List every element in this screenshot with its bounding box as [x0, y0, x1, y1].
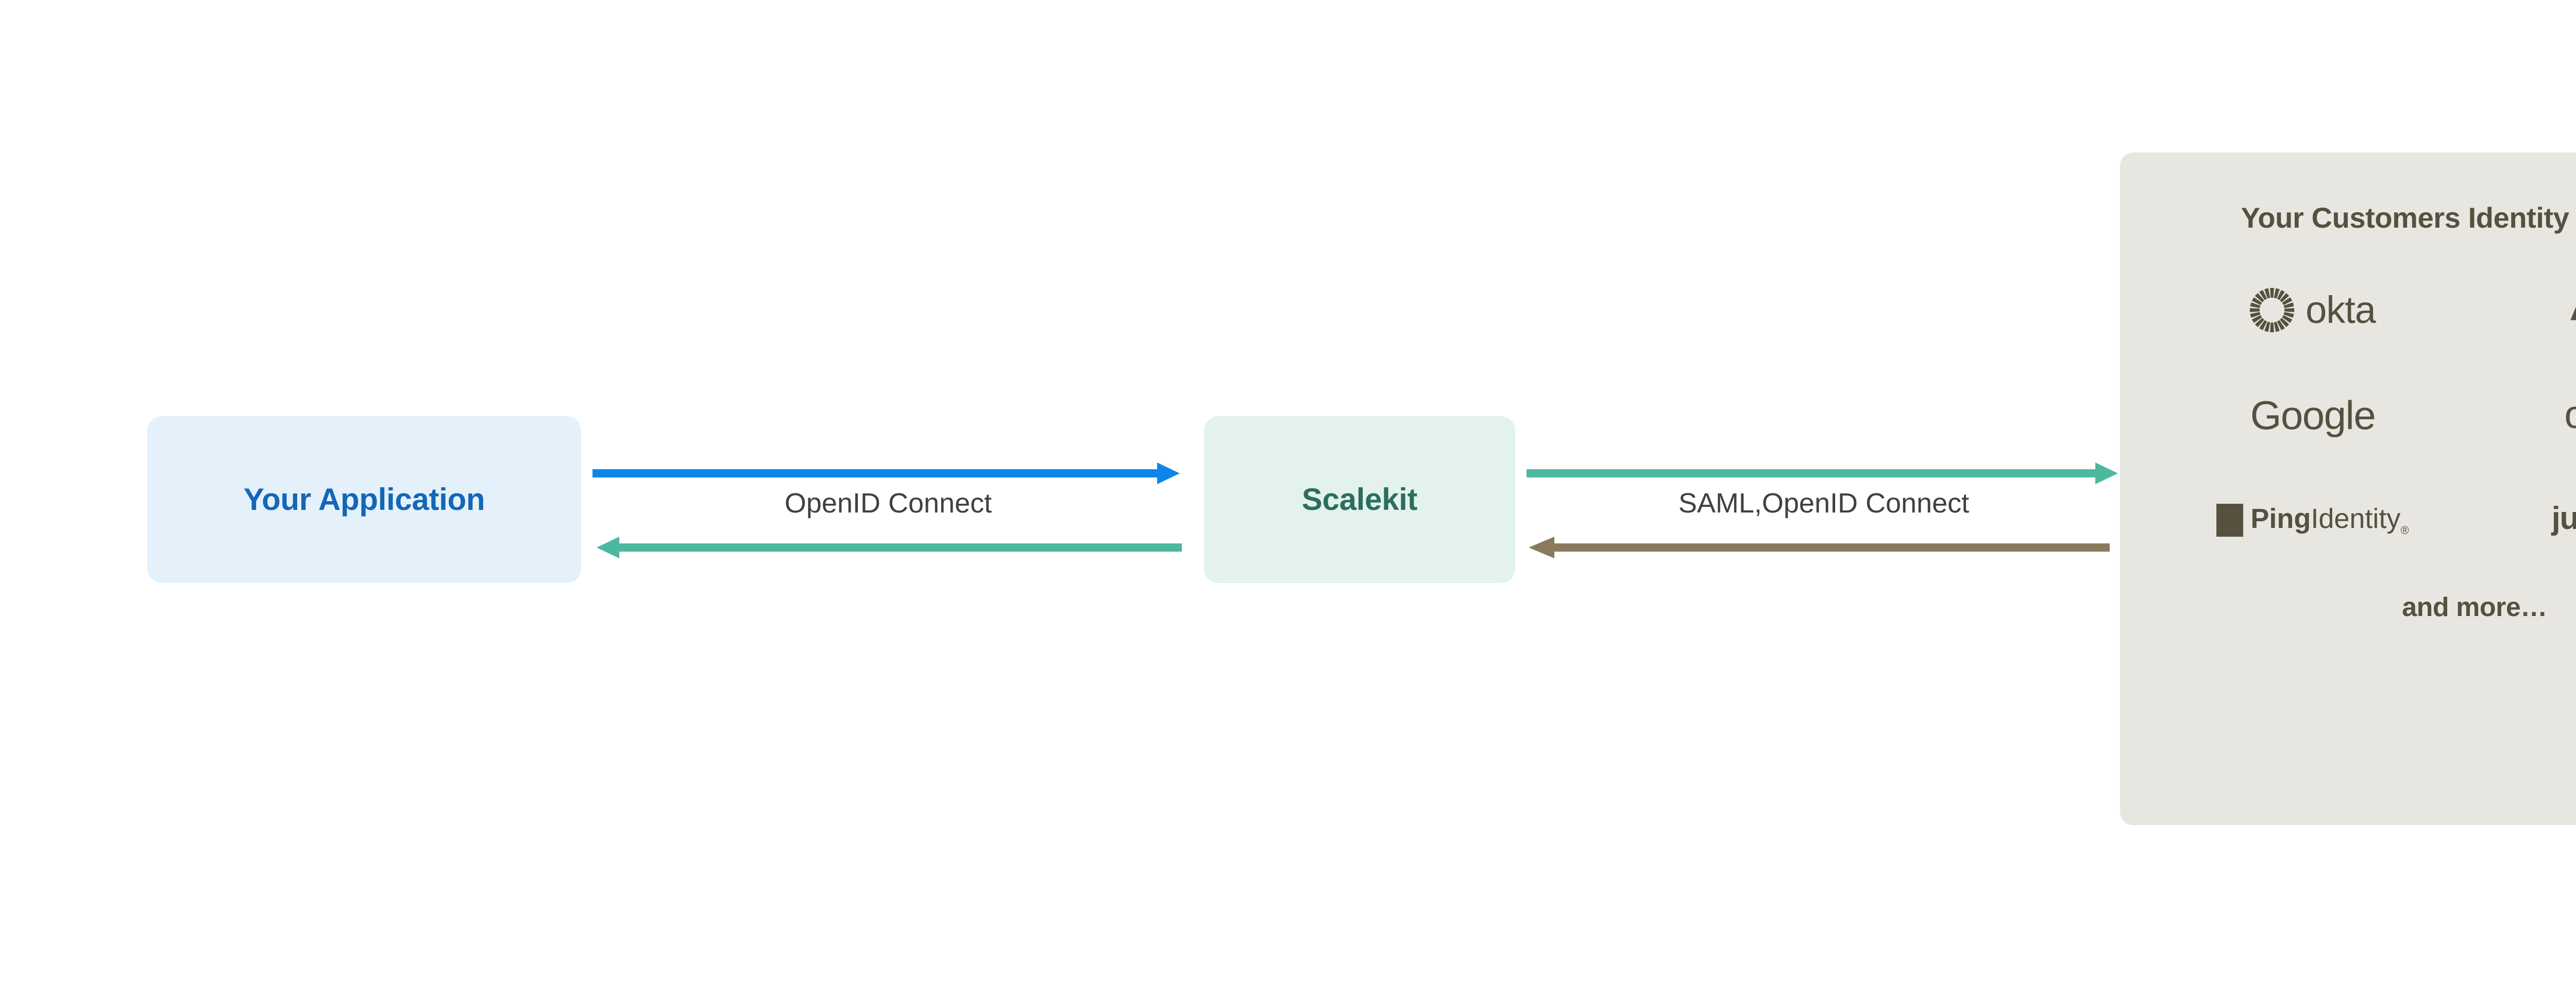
provider-onelogin-label: onelogin [2564, 393, 2576, 437]
provider-ping-identity-label-light: Identity [2311, 503, 2401, 534]
provider-ping-identity-label: PingIdentity® [2250, 505, 2409, 536]
identity-providers-panel: Your Customers Identity Providers [2120, 152, 2576, 825]
provider-jumpcloud[interactable]: jumpcloudTM [2475, 492, 2576, 549]
okta-sunburst-icon [2250, 288, 2295, 332]
arrow-idp-to-scalekit-icon [1529, 537, 2110, 558]
node-your-application[interactable]: Your Application [147, 416, 581, 583]
provider-onelogin[interactable]: onelogin [2475, 387, 2576, 443]
flow-app-scalekit-label: OpenID Connect [784, 488, 992, 519]
identity-providers-and-more-label: and more… [2402, 592, 2547, 622]
flow-app-scalekit-arrows [592, 463, 1182, 558]
flow-scalekit-idp: SAML,OpenID Connect [1522, 458, 2125, 561]
provider-ping-identity[interactable]: PingIdentity® [2151, 492, 2475, 549]
arrow-scalekit-to-idp-icon [1527, 463, 2118, 484]
provider-azure[interactable]: Azure [2475, 282, 2576, 338]
provider-jumpcloud-label: jumpcloudTM [2551, 500, 2576, 538]
arrow-scalekit-to-app-icon [597, 537, 1182, 558]
node-your-application-label: Your Application [243, 482, 485, 517]
flow-app-scalekit: OpenID Connect [592, 458, 1184, 561]
provider-jumpcloud-label-text: jumpcloud [2551, 500, 2576, 536]
node-scalekit-label: Scalekit [1301, 482, 1418, 517]
provider-google[interactable]: Google [2151, 387, 2475, 443]
flow-scalekit-idp-arrows [1527, 463, 2118, 558]
provider-ping-identity-label-bold: Ping [2250, 503, 2311, 534]
flow-scalekit-idp-label: SAML,OpenID Connect [1678, 488, 1970, 519]
ping-square-icon [2216, 504, 2244, 537]
identity-providers-title: Your Customers Identity Providers [2241, 201, 2576, 234]
provider-google-label: Google [2250, 392, 2376, 438]
provider-okta[interactable]: okta [2151, 282, 2475, 338]
registered-trademark-icon: ® [2400, 523, 2409, 537]
arrow-app-to-scalekit-icon [592, 463, 1180, 484]
identity-providers-grid: okta Azure Google [2151, 282, 2576, 549]
azure-triangle-icon [2570, 306, 2576, 326]
node-scalekit[interactable]: Scalekit [1204, 416, 1515, 583]
provider-okta-label: okta [2306, 288, 2376, 331]
